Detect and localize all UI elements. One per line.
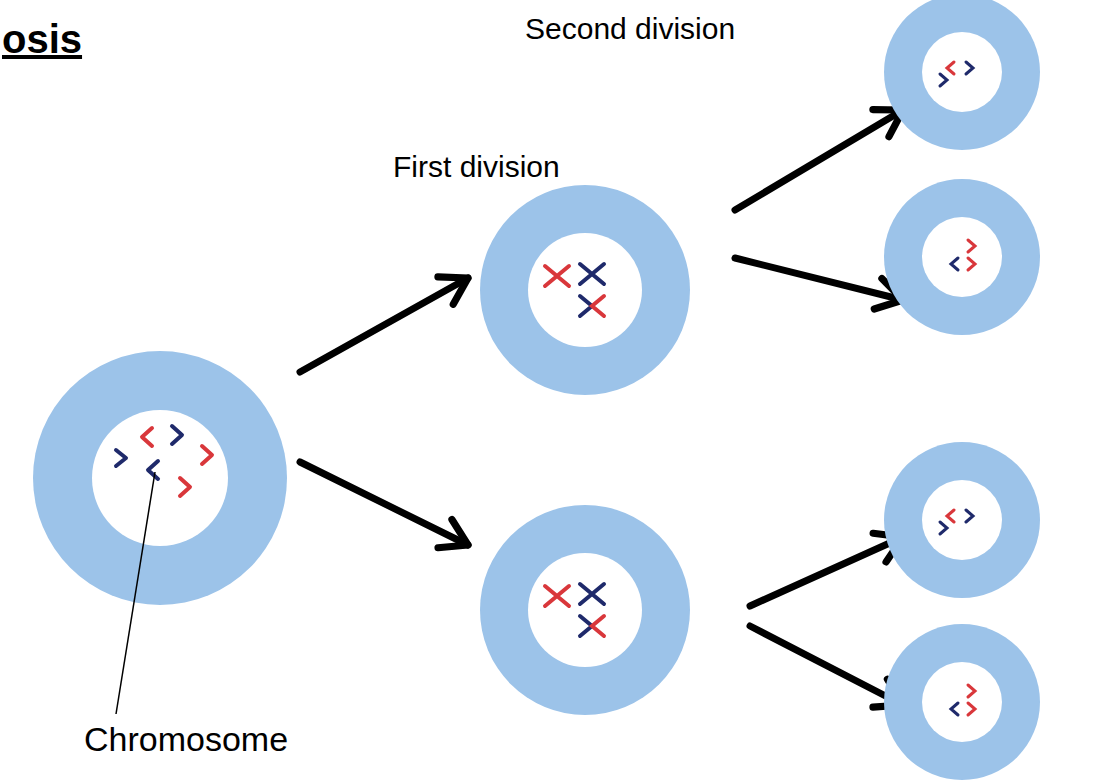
division-arrows — [300, 110, 903, 705]
division-arrow — [750, 626, 903, 705]
nucleus — [92, 410, 228, 546]
daughter-cell — [884, 179, 1040, 335]
chromosomes — [116, 426, 212, 496]
division-arrow — [300, 462, 468, 545]
first-division-cell — [480, 505, 690, 715]
daughter-cell — [884, 624, 1040, 780]
callout-label: Chromosome — [84, 720, 288, 759]
division-arrow — [300, 278, 468, 372]
daughter-cell — [884, 442, 1040, 598]
parent-cell — [33, 351, 287, 605]
stage-label: Second division — [525, 12, 735, 47]
cytoplasm — [33, 351, 287, 605]
first-division-cell — [480, 185, 690, 395]
title: osis — [2, 16, 82, 62]
stage-label: First division — [393, 150, 560, 185]
leader-line — [116, 472, 155, 714]
division-arrow — [750, 537, 903, 606]
division-arrow — [735, 110, 903, 210]
chromosomes — [545, 264, 604, 316]
division-arrow — [735, 258, 903, 300]
daughter-cell — [884, 0, 1040, 150]
chromosomes — [545, 584, 604, 636]
